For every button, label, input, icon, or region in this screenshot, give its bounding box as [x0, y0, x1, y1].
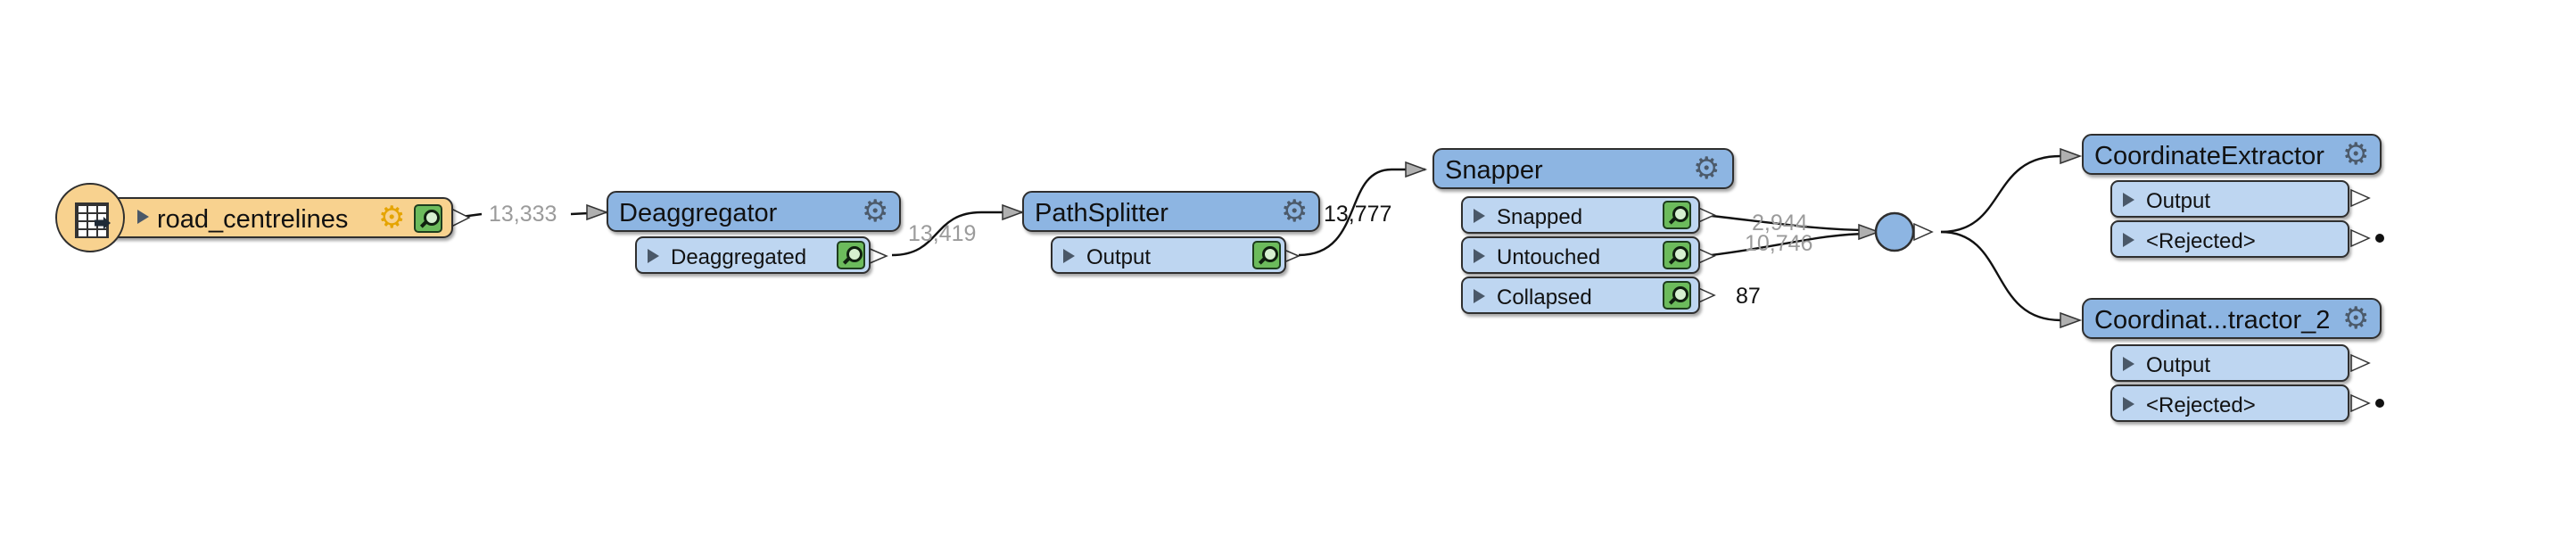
- port-snapped[interactable]: Snapped: [1461, 196, 1700, 234]
- gear-icon[interactable]: ⚙: [862, 194, 889, 228]
- magnifier-inspect-icon[interactable]: [1252, 241, 1281, 269]
- input-port-arrow: [586, 203, 609, 221]
- input-port-arrow: [2060, 311, 2083, 329]
- magnifier-inspect-icon[interactable]: [414, 204, 442, 233]
- port-label: Output: [2146, 189, 2211, 213]
- gear-icon[interactable]: ⚙: [2342, 302, 2370, 335]
- expand-triangle-icon[interactable]: [2123, 193, 2134, 207]
- gear-icon[interactable]: ⚙: [1693, 152, 1721, 186]
- transformer-coordinate-extractor-2[interactable]: Coordinat...tractor_2 ⚙: [2082, 298, 2382, 339]
- connection-pathsplitter-snapper: [1298, 168, 1425, 257]
- connection-deaggregator-pathsplitter: [891, 211, 1022, 257]
- reader-icon-circle[interactable]: [55, 183, 125, 252]
- transformer-title: CoordinateExtractor: [2094, 142, 2324, 170]
- port-output[interactable]: Output: [2110, 344, 2349, 382]
- port-label: Untouched: [1497, 245, 1601, 269]
- output-port-arrow: [2350, 228, 2371, 248]
- feature-count-deaggregated: 13,419: [908, 221, 977, 246]
- transformer-title: PathSplitter: [1035, 199, 1168, 227]
- table-reader-icon: [75, 202, 111, 238]
- input-port-arrow: [1405, 161, 1428, 178]
- transformer-title: Coordinat...tractor_2: [2094, 306, 2331, 335]
- feature-count-collapsed: 87: [1736, 284, 1761, 309]
- magnifier-inspect-icon[interactable]: [1663, 201, 1691, 229]
- reader-label: road_centrelines: [157, 205, 349, 234]
- reader-road-centrelines[interactable]: road_centrelines ⚙: [98, 197, 453, 238]
- port-label: Output: [1086, 245, 1152, 269]
- connection-junction-coordext2: [1940, 230, 2078, 322]
- feature-count-pathsplitter-output: 13,777: [1324, 202, 1392, 227]
- rejected-terminal-dot: [2375, 399, 2384, 408]
- expand-triangle-icon[interactable]: [2123, 357, 2134, 371]
- port-output[interactable]: Output: [2110, 180, 2349, 218]
- port-label: <Rejected>: [2146, 393, 2256, 417]
- feature-count-untouched: 10,746: [1745, 231, 1813, 256]
- magnifier-inspect-icon[interactable]: [1663, 241, 1691, 269]
- port-label: Output: [2146, 353, 2211, 377]
- port-output[interactable]: Output: [1051, 236, 1286, 274]
- transformer-snapper[interactable]: Snapper ⚙: [1432, 148, 1734, 189]
- output-port-arrow: [2350, 353, 2371, 373]
- port-collapsed[interactable]: Collapsed: [1461, 277, 1700, 314]
- port-label: <Rejected>: [2146, 229, 2256, 253]
- port-rejected[interactable]: <Rejected>: [2110, 220, 2349, 258]
- output-port-arrow: [2350, 393, 2371, 413]
- port-deaggregated[interactable]: Deaggregated: [635, 236, 871, 274]
- expand-triangle-icon[interactable]: [1474, 249, 1485, 263]
- feature-count-reader: 13,333: [489, 202, 557, 227]
- output-port-arrow: [1913, 222, 1934, 242]
- expand-triangle-icon[interactable]: [648, 249, 659, 263]
- gear-icon[interactable]: ⚙: [1281, 194, 1309, 228]
- port-label: Collapsed: [1497, 285, 1592, 310]
- junction-node-icon: [1874, 211, 1915, 252]
- connection-snapped-junction: [1703, 213, 1870, 232]
- expand-triangle-icon[interactable]: [2123, 397, 2134, 411]
- transformer-deaggregator[interactable]: Deaggregator ⚙: [607, 191, 901, 232]
- transformer-title: Snapper: [1445, 156, 1543, 185]
- transformer-coordinate-extractor[interactable]: CoordinateExtractor ⚙: [2082, 134, 2382, 175]
- port-label: Deaggregated: [671, 245, 807, 269]
- gear-icon[interactable]: ⚙: [378, 201, 406, 235]
- transformer-title: Deaggregator: [619, 199, 778, 227]
- input-port-arrow: [1858, 223, 1881, 241]
- connection-untouched-junction: [1703, 232, 1870, 258]
- expand-triangle-icon[interactable]: [137, 210, 149, 224]
- rejected-terminal-dot: [2375, 234, 2384, 243]
- expand-triangle-icon[interactable]: [1474, 209, 1485, 223]
- magnifier-inspect-icon[interactable]: [837, 241, 865, 269]
- output-port-arrow: [2350, 188, 2371, 208]
- input-port-arrow: [2060, 147, 2083, 165]
- output-port-arrow: [867, 246, 888, 266]
- input-port-arrow: [1002, 203, 1025, 221]
- expand-triangle-icon[interactable]: [1063, 249, 1075, 263]
- port-rejected[interactable]: <Rejected>: [2110, 384, 2349, 422]
- port-untouched[interactable]: Untouched: [1461, 236, 1700, 274]
- gear-icon[interactable]: ⚙: [2342, 137, 2370, 171]
- output-port-arrow: [450, 207, 471, 228]
- port-label: Snapped: [1497, 205, 1583, 229]
- connection-junction-coordext1: [1940, 154, 2078, 234]
- expand-triangle-icon[interactable]: [2123, 233, 2134, 247]
- magnifier-inspect-icon[interactable]: [1663, 281, 1691, 310]
- transformer-pathsplitter[interactable]: PathSplitter ⚙: [1022, 191, 1320, 232]
- expand-triangle-icon[interactable]: [1474, 289, 1485, 303]
- feature-count-snapped: 2,944: [1752, 211, 1808, 235]
